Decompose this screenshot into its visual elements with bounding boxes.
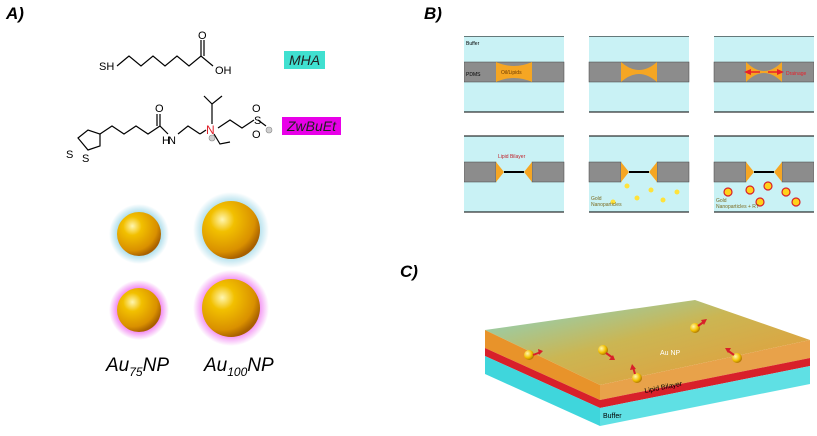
mha-oh-atom: OH <box>215 65 232 77</box>
zwbuet-o1-atom: O <box>252 103 261 115</box>
zwbuet-tag-text: ZwBuEt <box>287 118 337 134</box>
zwbuet-n-atom: N <box>168 135 176 147</box>
au-nanoparticle-3 <box>630 364 642 383</box>
au-nanoparticle-2 <box>598 345 615 360</box>
drainage-label: Drainage <box>786 71 807 77</box>
step-3-drainage: Drainage <box>713 36 814 113</box>
buffer-top-surface <box>485 300 810 385</box>
mha-o-atom: O <box>198 30 207 42</box>
bilayer-formation-steps: Buffer PDMS Oil/Lipids Drainage Lipid Bi… <box>464 36 814 213</box>
buffer-label: Buffer <box>466 41 480 47</box>
panel-a-label: A) <box>6 4 24 23</box>
au-np-label: Au NP <box>660 350 681 357</box>
zwbuet-s-atom: S <box>254 115 261 127</box>
au-nanoparticle-4 <box>690 319 707 333</box>
zwbuet-tag: ZwBuEt <box>282 117 342 135</box>
zwbuet-s-ring-atom-2: S <box>82 153 89 165</box>
oil-lipids-label: Oil/Lipids <box>501 70 522 76</box>
au100-mha-nanoparticle <box>193 192 269 268</box>
step-4-lipid-bilayer: Lipid Bilayer <box>464 135 565 213</box>
zwbuet-structure: O H N N S S S O O <box>66 95 273 165</box>
nanoparticle-grid <box>109 192 269 346</box>
au-nanoparticle-1 <box>524 349 543 360</box>
mha-tag: MHA <box>284 51 326 69</box>
step-1-oil-in-aperture: Buffer PDMS Oil/Lipids <box>464 36 565 113</box>
panel-b-label: B) <box>424 4 442 23</box>
pdms-label: PDMS <box>466 72 481 78</box>
lipid-bilayer-right <box>600 358 810 408</box>
zwbuet-o2-atom: O <box>252 129 261 141</box>
au-nanoparticle-5 <box>725 348 742 363</box>
au100-zwbuet-nanoparticle <box>193 270 269 346</box>
au75-mha-nanoparticle <box>109 204 169 264</box>
zwbuet-o-atom: O <box>155 103 164 115</box>
mha-tag-text: MHA <box>289 52 321 68</box>
panel-c-label: C) <box>400 262 418 281</box>
lipid-bilayer-left <box>485 348 600 408</box>
au75-label: Au75NP <box>106 355 170 379</box>
buffer-3d-label: Buffer <box>603 413 622 420</box>
mha-structure: SH O OH <box>99 30 232 77</box>
upper-front-face <box>485 330 600 400</box>
zwbuet-s-ring-atom-1: S <box>66 149 73 161</box>
buffer-left-face <box>485 356 600 426</box>
au100-label: Au100NP <box>204 355 274 379</box>
buffer-right-face <box>600 366 810 426</box>
lipid-bilayer-label: Lipid Bilayer <box>498 154 526 160</box>
upper-right-face <box>600 340 810 400</box>
zwbuet-h-atom: H <box>162 135 170 147</box>
mha-sh-atom: SH <box>99 61 114 73</box>
au75-zwbuet-nanoparticle <box>109 280 169 340</box>
bilayer-3d-schematic: Au NP Lipid Bilayer Buffer <box>485 300 810 426</box>
step-2-thinning <box>588 36 690 113</box>
zwbuet-nplus-atom: N <box>206 123 215 137</box>
